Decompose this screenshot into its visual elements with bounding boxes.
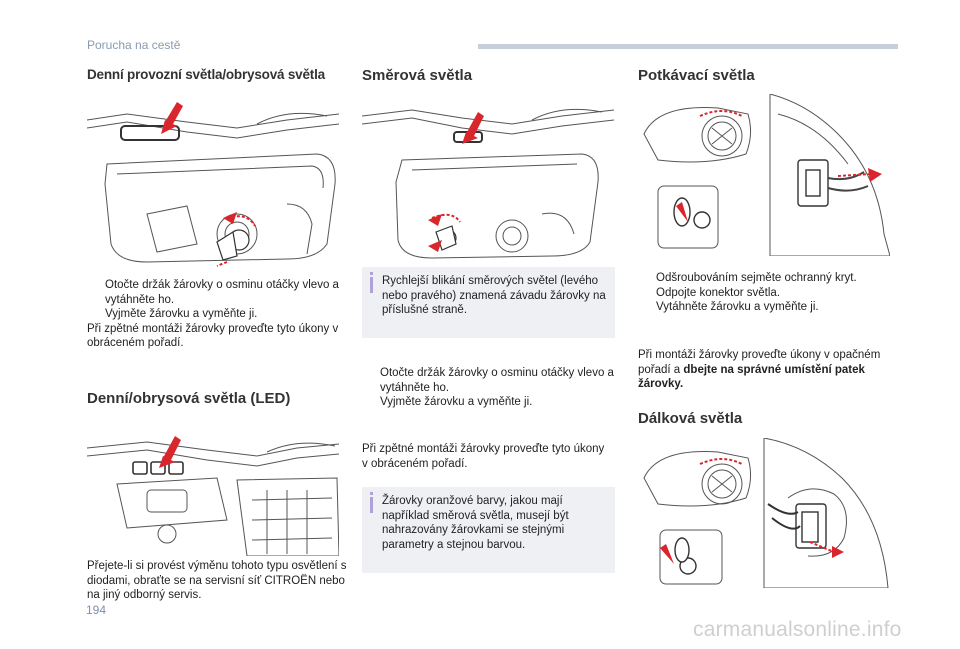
turn-signal-step-2: Vyjměte žárovku a vyměňte ji.	[380, 396, 533, 408]
led-illustration	[87, 420, 339, 556]
bulb-base-warning: dbejte na správné umístění patek žárovky…	[638, 363, 865, 391]
bulb-color-info-note: Žárovky oranžové barvy, jakou mají napří…	[362, 487, 615, 573]
high-beam-illustration	[638, 438, 890, 588]
drl-illustration	[87, 94, 339, 270]
turn-signal-instructions: Otočte držák žárovky o osminu otáčky vle…	[362, 366, 618, 410]
page-number: 194	[86, 603, 107, 617]
drl-reassembly-note: Při zpětné montáži žárovky proveďte tyto…	[87, 322, 339, 350]
led-title: Denní/obrysová světla (LED)	[87, 390, 291, 407]
low-beam-step-1: Odšroubováním sejměte ochranný kryt.	[656, 272, 857, 284]
led-note: Přejete-li si provést výměnu tohoto typu…	[87, 560, 347, 601]
turn-signal-illustration	[362, 94, 614, 262]
turn-signal-step-1: Otočte držák žárovky o osminu otáčky vle…	[380, 367, 614, 394]
high-beam-title: Dálková světla	[638, 410, 743, 427]
low-beam-instructions: Odšroubováním sejměte ochranný kryt. Odp…	[638, 271, 893, 315]
turn-signal-title: Směrová světla	[362, 67, 473, 84]
drl-title: Denní provozní světla/obrysová světla	[87, 67, 325, 82]
low-beam-reassembly-note: Při montáži žárovky proveďte úkony v opa…	[638, 349, 881, 391]
turn-signal-reassembly-note: Při zpětné montáži žárovky proveďte tyto…	[362, 443, 605, 470]
drl-instructions: Otočte držák žárovky o osminu otáčky vle…	[87, 278, 342, 351]
watermark: carmanualsonline.info	[693, 618, 902, 641]
low-beam-step-2: Odpojte konektor světla.	[656, 286, 781, 299]
info-icon	[370, 272, 373, 293]
drl-step-2: Vyjměte žárovku a vyměňte ji.	[105, 308, 258, 320]
low-beam-illustration	[638, 94, 890, 256]
low-beam-step-3: Vytáhněte žárovku a vyměňte ji.	[656, 301, 819, 313]
info-icon	[370, 492, 373, 513]
header-bar	[478, 44, 898, 49]
low-beam-title: Potkávací světla	[638, 67, 755, 84]
section-header: Porucha na cestě	[87, 38, 181, 52]
turn-signal-info-note: Rychlejší blikání směrových světel (levé…	[362, 267, 615, 338]
drl-step-1: Otočte držák žárovky o osminu otáčky vle…	[105, 279, 339, 306]
